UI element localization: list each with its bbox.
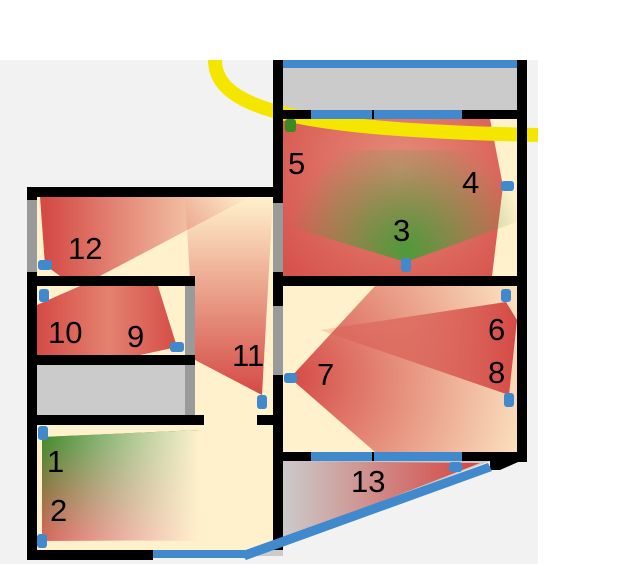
zone-label: 9 (127, 319, 144, 354)
zone-labels: 1 2 3 4 5 6 7 8 9 10 11 12 13 (47, 146, 505, 528)
coverage-6-8 (320, 302, 517, 395)
cameras (37, 119, 514, 548)
window-upper (311, 110, 462, 119)
coverage-9-10 (37, 286, 177, 355)
camera-icon[interactable] (37, 534, 47, 548)
window-lower (311, 452, 462, 461)
zone-label: 1 (47, 444, 64, 479)
zone-label: 4 (462, 165, 479, 200)
coverage-fade (42, 430, 200, 541)
coverage-11 (185, 197, 273, 395)
camera-icon[interactable] (284, 373, 297, 383)
camera-icon[interactable] (257, 395, 267, 409)
zone-label: 6 (488, 312, 505, 347)
window-top (283, 60, 517, 68)
zone-label: 10 (48, 315, 82, 350)
zone-label: 12 (68, 231, 102, 266)
zone-label: 13 (351, 464, 385, 499)
windows (153, 60, 517, 560)
camera-icon[interactable] (38, 426, 48, 440)
zone-label: 5 (288, 146, 305, 181)
camera-icon[interactable] (401, 258, 411, 272)
camera-icon[interactable] (39, 289, 49, 302)
window-bottom (153, 550, 245, 558)
wall-openings (27, 200, 283, 415)
camera-icon[interactable] (504, 393, 514, 407)
camera-coverage (37, 119, 517, 541)
camera-icon[interactable] (501, 181, 514, 191)
zone-label: 11 (232, 338, 264, 373)
zone-label: 3 (393, 213, 410, 248)
camera-icon[interactable] (501, 289, 511, 302)
camera-icon[interactable] (38, 260, 52, 270)
camera-icon[interactable] (285, 119, 296, 132)
coverage-3 (283, 150, 517, 262)
storage-room-left (37, 365, 185, 415)
zone-label: 2 (50, 493, 67, 528)
camera-icon[interactable] (449, 462, 462, 472)
window-diagonal (240, 463, 492, 560)
camera-icon[interactable] (170, 342, 184, 352)
zone-label: 7 (317, 357, 334, 392)
zone-label: 8 (488, 355, 505, 390)
storage-room-top (283, 68, 517, 110)
